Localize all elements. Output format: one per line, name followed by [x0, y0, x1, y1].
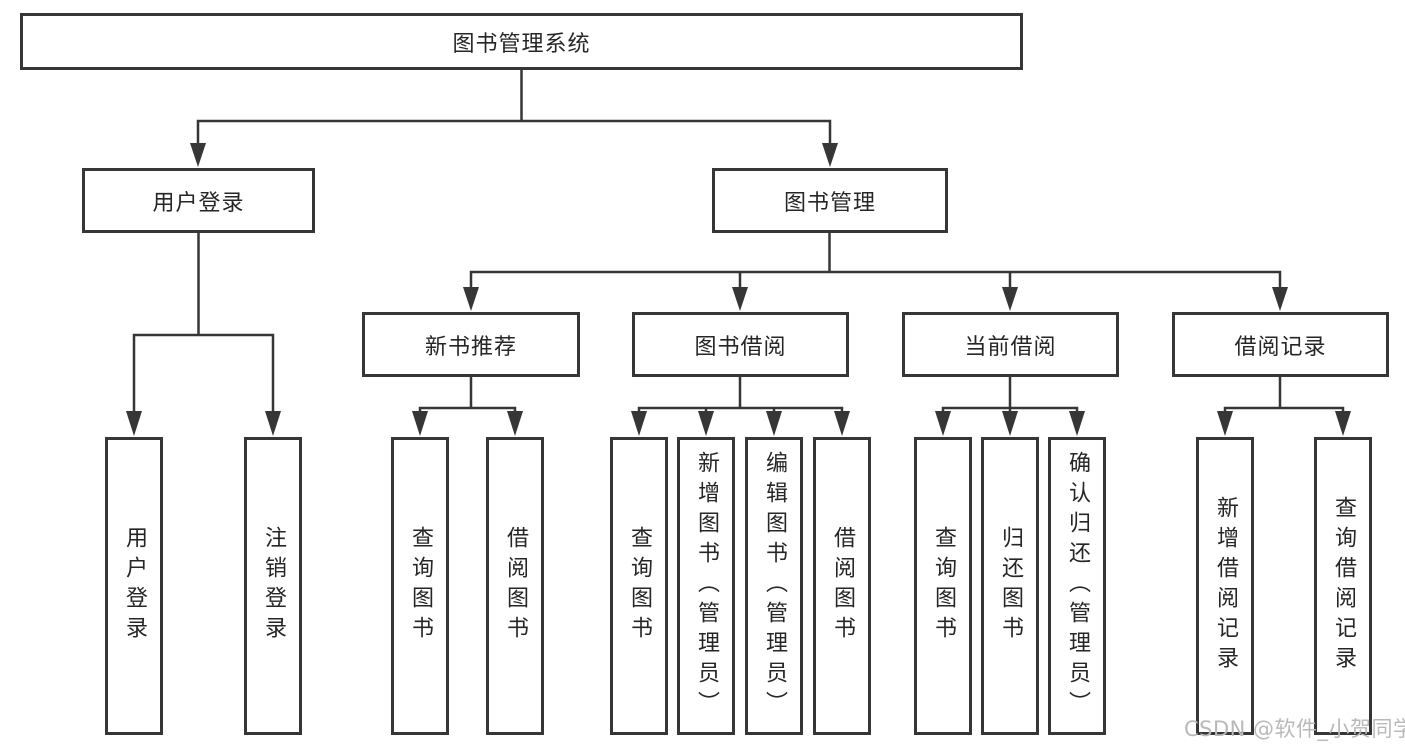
- node-current-borrow: 当前借阅: [902, 312, 1119, 377]
- leaf-query-books-current: 查询图书: [914, 437, 972, 735]
- node-user-login: 用户登录: [82, 168, 315, 233]
- leaf-borrow-books-recommend: 借阅图书: [486, 437, 544, 735]
- csdn-watermark: CSDN @软件_小贺同学: [1184, 717, 1405, 741]
- node-new-book-recommend: 新书推荐: [362, 312, 580, 377]
- leaf-edit-books-admin: 编辑图书（管理员）: [745, 437, 803, 735]
- leaf-add-borrow-record: 新增借阅记录: [1196, 437, 1254, 735]
- node-root: 图书管理系统: [20, 13, 1023, 70]
- node-borrow-records: 借阅记录: [1172, 312, 1389, 377]
- leaf-query-borrow-record: 查询借阅记录: [1314, 437, 1372, 735]
- leaf-user-login: 用户登录: [105, 437, 163, 735]
- leaf-query-books-borrow: 查询图书: [610, 437, 668, 735]
- node-book-management: 图书管理: [712, 168, 948, 233]
- arrowheads: [126, 143, 1351, 436]
- leaf-query-books-recommend: 查询图书: [391, 437, 449, 735]
- leaf-confirm-return-admin: 确认归还（管理员）: [1048, 437, 1106, 735]
- leaf-add-books-admin: 新增图书（管理员）: [677, 437, 735, 735]
- leaf-return-books: 归还图书: [981, 437, 1039, 735]
- node-book-borrow: 图书借阅: [632, 312, 849, 377]
- leaf-borrow-books: 借阅图书: [813, 437, 871, 735]
- leaf-logout: 注销登录: [244, 437, 302, 735]
